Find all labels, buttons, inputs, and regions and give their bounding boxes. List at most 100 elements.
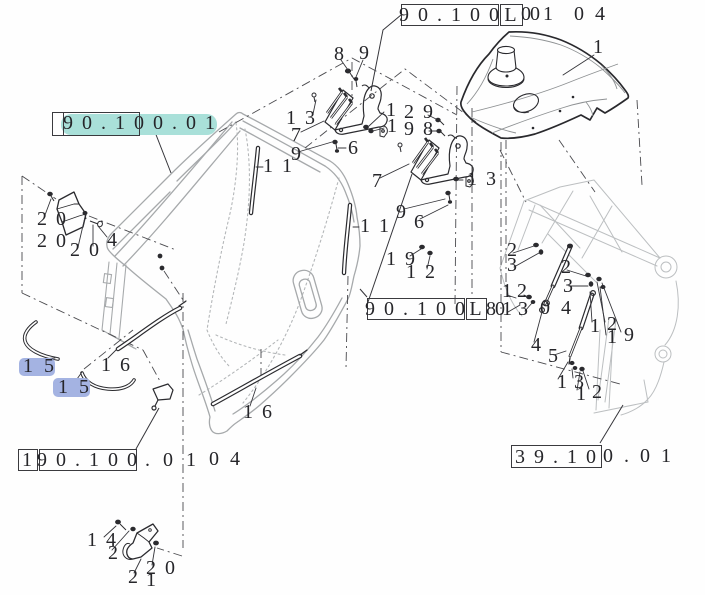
- selected-section-prefix-box: [52, 112, 64, 136]
- screw-bottom: [115, 519, 127, 531]
- screw-98: [436, 128, 446, 137]
- callout-3-30: 3: [518, 298, 530, 321]
- gas-strut-front: [538, 243, 573, 314]
- callout-12-15: 1 2: [406, 261, 437, 284]
- screw-left-horizontal: [89, 220, 103, 228]
- callout-2-28: 2: [517, 280, 529, 303]
- ref-middle-part-1[interactable]: L: [466, 298, 487, 320]
- selected-item-15-b-label: 1 5: [58, 376, 92, 399]
- callout-1-24: 1: [593, 36, 605, 59]
- seal-strips: [22, 145, 353, 407]
- callout-2-42: 2: [592, 381, 604, 404]
- seal-strip-16-upper: [115, 300, 187, 352]
- callout-20-46: 2 0: [146, 557, 177, 580]
- callout-9-6: 9: [291, 143, 303, 166]
- latch-bracket-bottom: [122, 523, 159, 560]
- washer-pin-strutA-top: [533, 242, 544, 255]
- screw-8: [344, 68, 355, 80]
- selected-item-15-a-highlight[interactable]: [19, 358, 55, 376]
- callout-20-18: 2 0: [37, 208, 68, 231]
- callout-11-17: 1 1: [360, 215, 391, 238]
- screw-6-bracket2: [445, 190, 453, 204]
- callout-16-22: 1 6: [101, 354, 132, 377]
- seal-strip-11-upper: [248, 145, 261, 216]
- ref-middle-part-0[interactable]: 9 0 . 1 0 0: [365, 298, 467, 320]
- washer-pin-strutA-bottom: [526, 294, 536, 304]
- callout-2-33: 2: [561, 256, 573, 279]
- callout-1-4: 1: [386, 99, 398, 122]
- ref-39-100-01-part-0[interactable]: 3 9 . 1 0: [511, 445, 602, 468]
- nut-bottom: [153, 540, 159, 546]
- callout-1-37: 1: [607, 326, 619, 349]
- callout-98-9: 9 8: [404, 118, 435, 141]
- callout-2-36: 2: [607, 313, 619, 336]
- ref-bottom-left-part-2: . 0 1: [145, 449, 200, 472]
- screw-left-top: [47, 191, 55, 202]
- ref-39-100-01-part-1: 0 . 0 1: [603, 445, 674, 468]
- callout-7-3: 7: [291, 124, 303, 147]
- callout-1-35: 1: [590, 315, 602, 338]
- hood-panel-outline: [106, 111, 361, 435]
- callout-20-19: 2 0: [37, 230, 68, 253]
- callout-29-8: 2 9: [404, 101, 435, 124]
- callout-8-0: 8: [334, 43, 346, 66]
- washer-nut-bracket2: [419, 244, 433, 256]
- callout-4-31: 4: [531, 334, 543, 357]
- callout-9-12: 9: [396, 201, 408, 224]
- callout-16-23: 1 6: [243, 401, 274, 424]
- flag-bracket: [151, 383, 174, 411]
- ref-top-part-3: 1: [543, 3, 556, 26]
- selected-item-15-b-highlight[interactable]: [53, 378, 90, 397]
- nut-bracket2-foot: [453, 176, 459, 182]
- ref-top-part-0[interactable]: 9 0 . 1 0 0: [399, 4, 501, 26]
- phantom-centerlines: [21, 57, 643, 557]
- screw-6-bracket1: [332, 139, 340, 153]
- callout-5-32: 5: [548, 345, 560, 368]
- selected-item-15-a-label: 1 5: [23, 355, 57, 378]
- ref-bottom-left-part-0[interactable]: 1: [18, 449, 38, 471]
- hinge-bracket-lower: [397, 134, 474, 188]
- callout-13-2: 1 3: [286, 107, 317, 130]
- leader-lines: [41, 54, 622, 574]
- ref-top-part-4: 0 4: [574, 3, 608, 26]
- ref-middle-part-3: 0 4: [540, 297, 574, 320]
- selected-section-frame: [63, 112, 140, 136]
- pin-fastener: [311, 92, 317, 103]
- callout-1-39: 1: [557, 371, 569, 394]
- seal-strip-15-upper: [22, 320, 60, 361]
- callout-2-44: 2: [108, 542, 120, 565]
- callout-3-26: 3: [507, 254, 519, 277]
- callout-3-34: 3: [563, 275, 575, 298]
- callout-1-5: 1: [387, 115, 399, 138]
- callout-6-7: 6: [348, 137, 360, 160]
- ref-bottom-left-part-3: 0 4: [209, 448, 243, 471]
- bracket-slotted-plate: [324, 87, 354, 131]
- screw-29: [435, 117, 445, 126]
- callout-4-21: 4: [107, 229, 119, 252]
- callout-1-29: 1: [502, 298, 514, 321]
- hood-top-cover: [460, 30, 630, 140]
- callout-11-16: 1 1: [263, 155, 294, 178]
- callout-6-13: 6: [414, 211, 426, 234]
- callout-3-40: 3: [574, 371, 586, 394]
- callout-13-11: 1 3: [467, 168, 498, 191]
- ref-middle-part-2: 80: [486, 298, 505, 321]
- callout-2-25: 2: [507, 239, 519, 262]
- ref-bottom-left-part-1[interactable]: 9 0 . 1 0 0: [37, 449, 139, 471]
- fasteners: [47, 68, 606, 546]
- washer-nut-bracket1: [363, 124, 374, 134]
- washer-bottom: [130, 526, 136, 532]
- callout-14-43: 1 4: [87, 529, 118, 552]
- callout-1-27: 1: [502, 280, 514, 303]
- ref-top-part-1[interactable]: L: [500, 4, 523, 26]
- callout-2-45: 2: [128, 566, 140, 589]
- callout-9-1: 9: [359, 42, 371, 65]
- callout-9-38: 9: [624, 324, 636, 347]
- hinge-bracket-upper: [311, 84, 388, 138]
- ref-top-part-2: 00: [521, 3, 540, 26]
- callout-20-20: 2 0: [70, 239, 101, 262]
- bracket-hinge-arm: [334, 84, 388, 138]
- pin-9-top: [353, 77, 359, 88]
